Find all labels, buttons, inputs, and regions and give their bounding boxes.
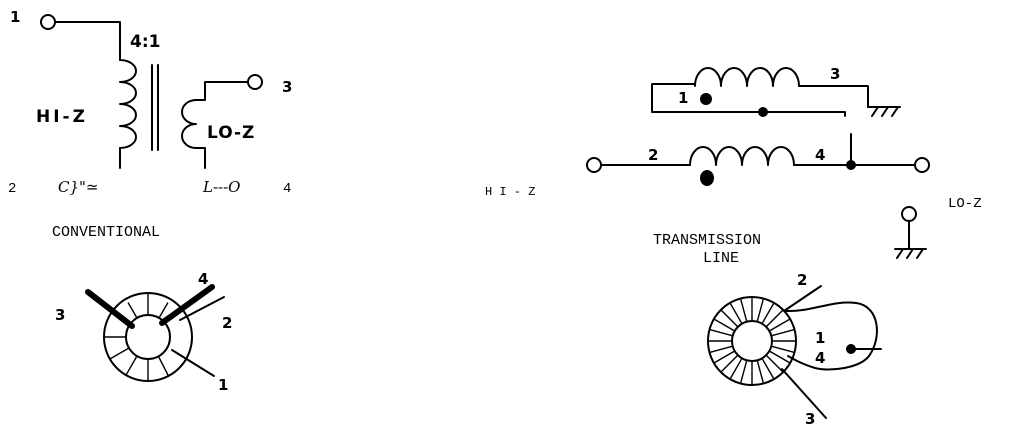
conv-secondary-winding xyxy=(181,99,197,149)
conv-toroid-lead-3 xyxy=(85,289,135,329)
conv-terminal-1 xyxy=(40,14,56,30)
tl-caption-line-1: TRANSMISSION xyxy=(653,232,761,249)
tl-toroid-label-3: 3 xyxy=(805,410,815,424)
conv-hi-z-label: HI-Z xyxy=(36,107,88,127)
tl-terminal-hi xyxy=(586,157,602,173)
tl-lo-z-label: LO-Z xyxy=(948,196,982,212)
tl-upper-right-lead xyxy=(798,85,869,108)
tl-toroid-label-1: 1 xyxy=(815,329,825,347)
conv-ratio-label: 4:1 xyxy=(130,32,160,52)
tl-toroid-label-2: 2 xyxy=(797,271,807,289)
tl-junction-dot-1 xyxy=(758,107,768,117)
tl-toroid-lead-3 xyxy=(781,368,827,419)
tl-junction-dot-2 xyxy=(846,160,856,170)
conv-pin-4-label: 4 xyxy=(283,181,291,197)
conv-pin-2-label: 2 xyxy=(8,181,16,197)
conv-toroid-label-1: 1 xyxy=(218,376,228,394)
tl-phase-dot-2 xyxy=(700,170,714,186)
tl-toroid-lead-2 xyxy=(783,285,822,312)
conv-secondary-bottom-lead xyxy=(195,147,206,169)
conv-toroid-label-3: 3 xyxy=(55,306,65,324)
tl-toroid-label-4: 4 xyxy=(815,349,825,367)
tl-pin-4-label: 4 xyxy=(815,146,825,164)
tl-upper-return xyxy=(651,109,846,117)
conventional-transformer: 1 4:1 3 HI-Z LO-Z 2 C}"≃ L---O 4 CONVENT… xyxy=(8,8,292,241)
conv-toroid-lead-1 xyxy=(171,349,215,377)
conv-lo-z-label: LO-Z xyxy=(207,123,255,143)
conv-secondary-top-lead xyxy=(195,81,249,101)
tl-caption-line-2: LINE xyxy=(703,250,739,267)
conv-toroid-label-4: 4 xyxy=(198,270,208,288)
tl-upper-winding xyxy=(694,67,800,87)
conv-pin-3-label: 3 xyxy=(282,78,292,96)
conv-primary-winding xyxy=(119,59,137,149)
transmission-line-transformer: 1 3 2 4 H I - Z LO-Z xyxy=(485,65,982,267)
tl-ground-lower-icon xyxy=(894,220,927,259)
tl-pin-1-label: 1 xyxy=(678,89,688,107)
conv-pin-4-glyph: L---O xyxy=(202,178,240,196)
conv-toroid-lead-4 xyxy=(159,284,215,326)
conv-pin-2-glyph: C}"≃ xyxy=(58,178,99,196)
tl-toroid-turns xyxy=(707,296,797,386)
conv-pin-1-label: 1 xyxy=(10,8,20,26)
conv-terminal-3 xyxy=(247,74,263,90)
conv-toroid-turns xyxy=(103,292,178,382)
tl-terminal-lo xyxy=(914,157,930,173)
tl-hi-z-label: H I - Z xyxy=(485,185,535,199)
tl-ground-upper-icon xyxy=(867,106,901,117)
transmission-line-toroid: 2 1 4 3 xyxy=(707,271,882,424)
tl-pin-3-label: 3 xyxy=(830,65,840,83)
conv-primary-top-lead xyxy=(54,21,121,61)
tl-lower-winding xyxy=(689,146,795,166)
tl-phase-dot-1 xyxy=(700,93,712,105)
tl-toroid-loop xyxy=(785,301,878,371)
conv-toroid-label-2: 2 xyxy=(222,314,232,332)
tl-upper-left-lead xyxy=(651,83,696,111)
tl-terminal-ground xyxy=(901,206,917,222)
conventional-toroid: 3 4 2 1 xyxy=(55,270,232,394)
conv-toroid-lead-2 xyxy=(179,296,225,321)
conv-caption: CONVENTIONAL xyxy=(52,224,160,241)
tl-pin-2-label: 2 xyxy=(648,146,658,164)
